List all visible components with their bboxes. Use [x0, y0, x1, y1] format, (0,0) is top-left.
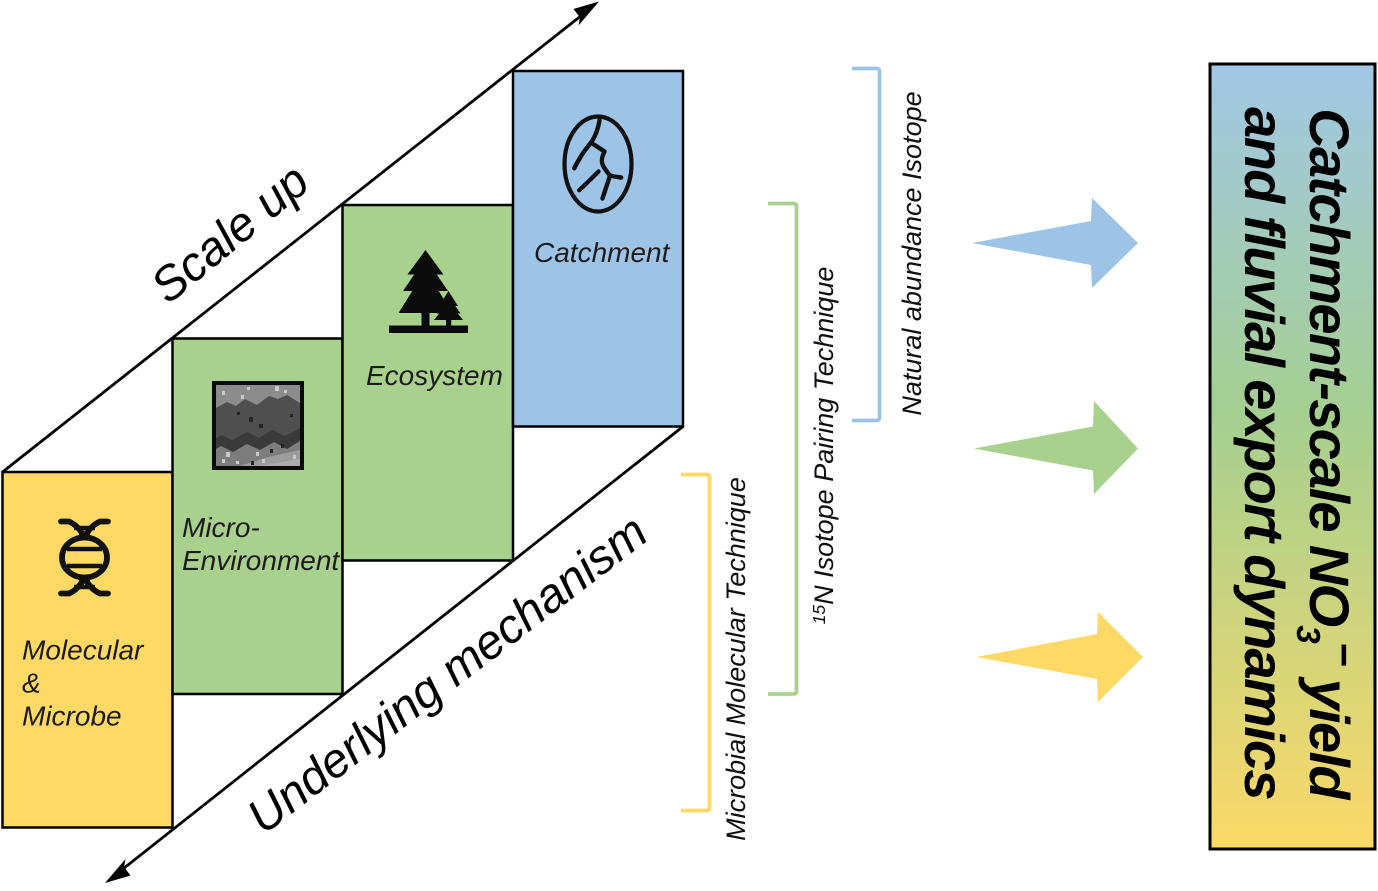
svg-text:Molecular: Molecular — [22, 635, 145, 666]
svg-text:Microbial Molecular Technique: Microbial Molecular Technique — [721, 477, 751, 841]
svg-text:Scale up: Scale up — [141, 154, 319, 314]
svg-text:Catchment-scale NO3− yield: Catchment-scale NO3− yield — [1290, 108, 1368, 801]
svg-text:and fluvial export dynamics: and fluvial export dynamics — [1233, 107, 1296, 799]
svg-text:Environment: Environment — [182, 545, 340, 576]
svg-text:Catchment: Catchment — [534, 237, 671, 268]
svg-text:Ecosystem: Ecosystem — [366, 360, 503, 391]
svg-text:&: & — [22, 668, 41, 699]
svg-text:Microbe: Microbe — [22, 701, 122, 732]
svg-text:Natural abundance Isotope: Natural abundance Isotope — [897, 91, 927, 415]
svg-text:15N Isotope Pairing Technique: 15N Isotope Pairing Technique — [809, 267, 839, 625]
svg-text:Micro-: Micro- — [182, 512, 260, 543]
